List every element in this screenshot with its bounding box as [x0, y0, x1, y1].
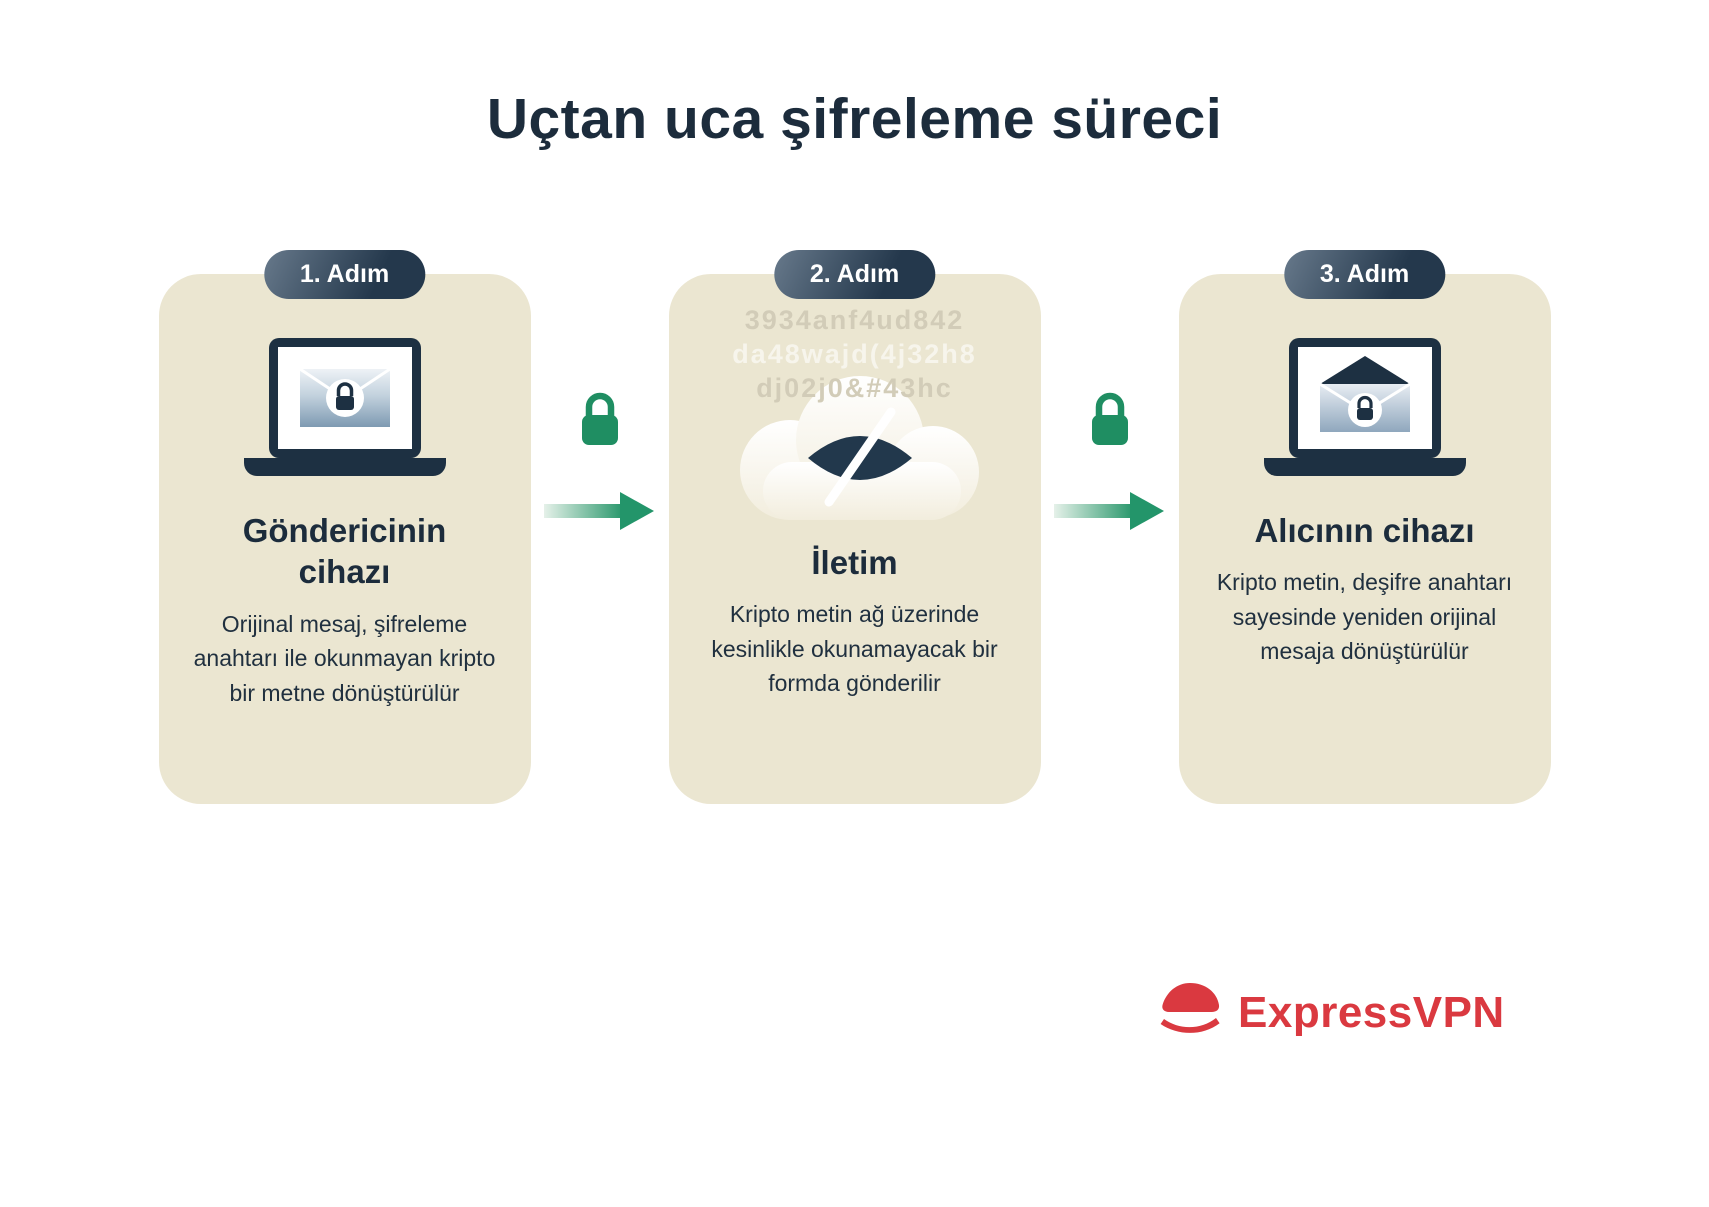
cloud-hidden-eye-icon [695, 362, 1015, 530]
step-card-3: 3. Adım [1178, 250, 1551, 804]
connector-1 [531, 274, 669, 538]
step-3-heading: Alıcının cihazı [1254, 512, 1475, 549]
arrow-right-icon [543, 489, 656, 538]
laptop-open-envelope-lock-icon [1205, 338, 1525, 496]
step-2-badge: 2. Adım [773, 250, 936, 299]
step-1-description: Orijinal mesaj, şifreleme anahtarı ile o… [193, 610, 496, 706]
arrow-right-icon [1053, 489, 1166, 538]
brand-name: ExpressVPN [1238, 987, 1505, 1037]
step-card-1: 1. Adım [158, 250, 531, 804]
page-title: Uçtan uca şifreleme süreci [486, 87, 1223, 151]
step-1-heading: Göndericinin cihazı [242, 512, 447, 591]
laptop-sealed-envelope-lock-icon [185, 338, 505, 496]
step-3-description: Kripto metin, deşifre anahtarı sayesinde… [1216, 569, 1513, 665]
lock-icon [1084, 386, 1136, 455]
infographic: Uçtan uca şifreleme süreci 1. Adım [0, 86, 1709, 1037]
step-3-badge: 3. Adım [1283, 250, 1446, 299]
step-1-badge: 1. Adım [263, 250, 426, 299]
step-2-description: Kripto metin ağ üzerinde kesinlikle okun… [711, 601, 998, 697]
connector-2 [1041, 274, 1179, 538]
expressvpn-logo-icon [1158, 981, 1222, 1044]
hidden-eye-icon [807, 407, 912, 507]
lock-icon [574, 386, 626, 455]
step-2-heading: İletim [811, 544, 898, 581]
brand-logo: ExpressVPN [1158, 981, 1505, 1044]
ciphertext-line: 3934anf4ud842 [744, 305, 965, 335]
step-card-2: 2. Adım 3934anf4ud842 da48wajd(4j32h8 dj… [668, 250, 1041, 804]
process-flow: 1. Adım [0, 250, 1709, 804]
